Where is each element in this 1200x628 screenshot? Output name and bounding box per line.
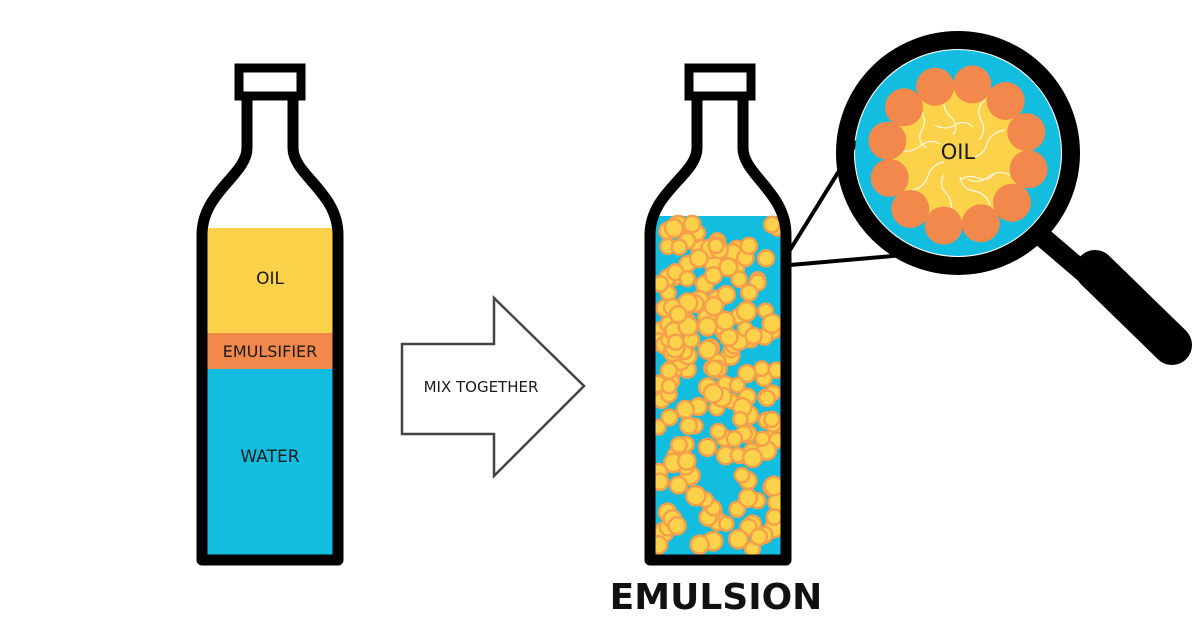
- oil-droplet: [718, 257, 739, 278]
- right-bottle: [644, 63, 792, 566]
- oil-droplet: [660, 377, 678, 395]
- magnifier-rim: [836, 31, 1080, 275]
- oil-droplet: [756, 249, 776, 268]
- oil-droplet: [666, 333, 685, 352]
- oil-droplet: [742, 447, 764, 469]
- oil-droplet: [682, 214, 702, 234]
- oil-droplet: [740, 283, 759, 302]
- water-layer: [202, 369, 338, 560]
- mix-arrow: MIX TOGETHER: [400, 295, 586, 480]
- emulsifier-molecule: [993, 183, 1031, 222]
- emulsifier-molecule: [868, 121, 907, 160]
- emulsifier-layer: [202, 333, 338, 369]
- oil-droplet: [676, 451, 697, 471]
- emulsifier-ring: [868, 65, 1048, 245]
- oil-droplet: [667, 516, 687, 536]
- emulsifier-label: EMULSIFIER: [223, 342, 318, 361]
- oil-droplet: [749, 527, 769, 547]
- oil-droplet: [763, 410, 781, 429]
- right-bottle-outline: [644, 79, 792, 566]
- oil-droplet: [668, 475, 689, 495]
- oil-droplet: [702, 382, 724, 404]
- oil-label: OIL: [256, 269, 284, 289]
- emulsifier-molecule: [1009, 150, 1048, 189]
- oil-droplet: [709, 422, 727, 441]
- oil-droplet: [754, 430, 771, 447]
- oil-droplet: [670, 238, 688, 256]
- oil-droplet: [675, 399, 695, 420]
- oil-droplet: [728, 376, 746, 394]
- oil-droplet: [697, 316, 718, 337]
- oil-droplet: [744, 326, 763, 346]
- magnifier-oil-label: OIL: [941, 140, 976, 164]
- oil-droplet: [688, 248, 709, 269]
- oil-droplet: [679, 416, 699, 436]
- oil-droplet: [670, 436, 688, 455]
- oil-droplet: [689, 534, 710, 555]
- left-bottle-cap: [234, 63, 306, 101]
- right-bottle-cap: [684, 63, 756, 101]
- water-label: WATER: [240, 447, 299, 467]
- oil-droplet: [718, 327, 739, 348]
- oil-droplet: [735, 300, 758, 323]
- oil-droplet: [728, 500, 747, 519]
- oil-droplet: [739, 236, 759, 256]
- oil-droplet: [715, 310, 736, 332]
- oil-droplet: [668, 304, 688, 324]
- magnifying-glass-icon: OIL: [836, 31, 1192, 365]
- oil-droplet: [678, 269, 696, 288]
- emulsion-caption: EMULSION: [610, 577, 823, 618]
- oil-droplet: [737, 487, 759, 509]
- oil-droplet: [725, 430, 744, 448]
- oil-droplet: [697, 437, 718, 458]
- oil-droplet: [704, 265, 723, 285]
- oil-droplet: [659, 361, 679, 380]
- oil-droplet: [660, 408, 679, 427]
- oil-layer: [202, 228, 338, 333]
- emulsifier-molecule: [916, 67, 955, 106]
- oil-droplet: [703, 296, 725, 317]
- oil-droplet: [761, 313, 783, 335]
- emulsifier-tails: [897, 94, 1011, 216]
- emulsifier-molecule: [1007, 113, 1046, 152]
- oil-droplet: [765, 508, 784, 526]
- oil-droplet: [663, 218, 685, 239]
- mix-together-label: MIX TOGETHER: [424, 378, 539, 396]
- emulsifier-molecule: [891, 190, 930, 228]
- emulsifier-molecule: [953, 65, 992, 104]
- oil-droplet: [685, 485, 707, 507]
- oil-droplet: [762, 215, 782, 234]
- oil-droplet: [758, 389, 777, 408]
- left-bottle-outline: [196, 79, 344, 566]
- emulsifier-molecule: [924, 206, 963, 245]
- oil-droplet: [718, 515, 735, 532]
- oil-droplet: [716, 284, 737, 305]
- emulsifier-molecule: [961, 204, 1000, 243]
- emulsifier-molecule: [870, 158, 909, 197]
- oil-droplet: [730, 270, 748, 289]
- oil-droplet: [705, 359, 724, 378]
- arrow-shape: [400, 295, 586, 480]
- oil-droplet: [728, 528, 749, 550]
- magnifier-handle: [1075, 250, 1192, 365]
- oil-droplet: [733, 466, 751, 484]
- oil-droplet: [707, 237, 725, 255]
- oil-droplet: [697, 339, 718, 361]
- emulsifier-molecule: [986, 82, 1025, 120]
- emulsifier-molecule: [885, 88, 923, 127]
- oil-droplet: [753, 360, 771, 378]
- left-bottle: OIL EMULSIFIER WATER: [196, 63, 344, 566]
- oil-droplet: [763, 475, 785, 497]
- droplet-field: [650, 214, 786, 558]
- oil-droplet: [732, 410, 749, 428]
